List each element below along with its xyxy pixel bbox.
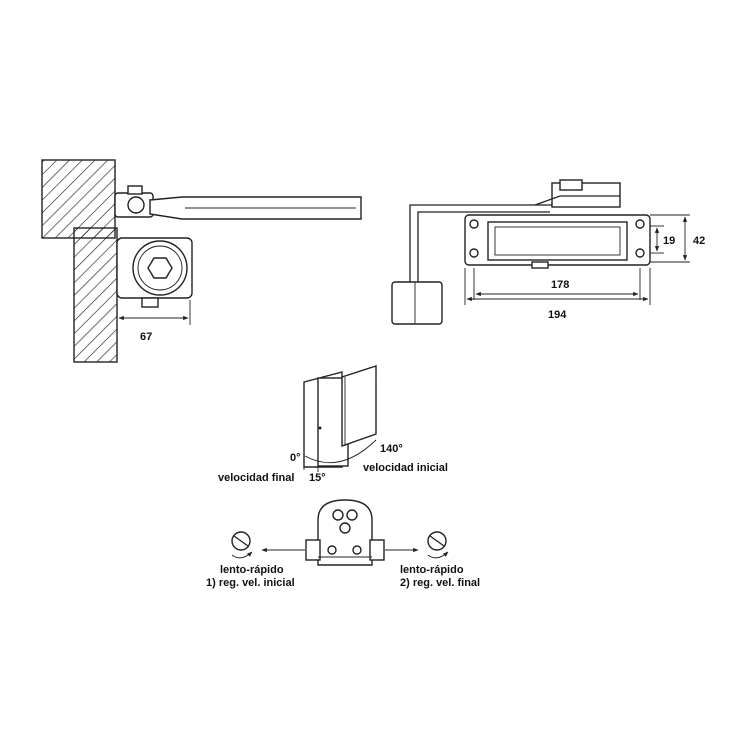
- arm-shoe: [391, 281, 443, 325]
- door-panel-open: [341, 365, 377, 447]
- swing-arc: [304, 439, 377, 464]
- screw-head: [127, 185, 143, 195]
- screw-left-icon: [231, 531, 253, 559]
- dim-label-19: 19: [663, 235, 675, 247]
- valve-screw: [141, 297, 159, 308]
- bottom-tab: [531, 261, 549, 269]
- right-valve-label: 2) reg. vel. final: [400, 577, 480, 589]
- dim-label-42: 42: [693, 235, 705, 247]
- angle-0: 0°: [290, 452, 301, 464]
- top-view: 19 42 178 194: [391, 179, 705, 325]
- label-velocidad-final: velocidad final: [218, 472, 294, 484]
- hexagon-spindle-icon: [147, 257, 173, 279]
- right-direction: lento-rápido: [400, 564, 464, 576]
- valve-adjustment: lento-rápido 1) reg. vel. inicial lento-…: [206, 499, 480, 589]
- dim-label-67: 67: [140, 331, 152, 343]
- mount-screws: [469, 219, 645, 258]
- left-direction: lento-rápido: [220, 564, 284, 576]
- dim-label-178: 178: [551, 279, 569, 291]
- left-valve-label: 1) reg. vel. inicial: [206, 577, 295, 589]
- door-swing-diagram: 0° 15° 140° velocidad final velocidad in…: [218, 365, 448, 484]
- angle-15: 15°: [309, 472, 326, 484]
- side-view: 67: [41, 159, 362, 363]
- wall-hatched: [73, 227, 118, 363]
- door-frame-hatched: [41, 159, 116, 239]
- arm-pivot: [127, 196, 145, 214]
- label-velocidad-inicial: velocidad inicial: [363, 462, 448, 474]
- dim-label-194: 194: [548, 309, 567, 321]
- angle-140: 140°: [380, 443, 403, 455]
- screw-right-icon: [427, 531, 449, 559]
